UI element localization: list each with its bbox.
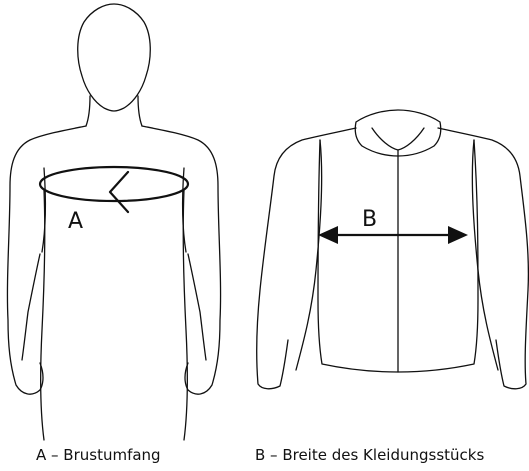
body-neck-left <box>86 96 90 126</box>
body-right-arm-outer <box>142 126 221 394</box>
body-neck-right <box>138 96 142 126</box>
body-left-arm-outer <box>7 126 86 394</box>
body-figure <box>7 4 220 440</box>
label-b: B <box>362 207 377 232</box>
jacket-width-arrowhead-right <box>448 226 468 244</box>
body-torso-left <box>41 190 45 440</box>
label-a: A <box>68 209 83 234</box>
body-right-arm-inner <box>188 254 206 360</box>
jacket-figure <box>257 110 529 389</box>
caption-garment-width: B – Breite des Kleidungsstücks <box>255 446 484 464</box>
chest-measure-arrowhead <box>110 172 128 212</box>
jacket-collar <box>355 110 441 156</box>
jacket-collar-inner <box>372 128 424 150</box>
body-torso-right <box>183 190 187 440</box>
jacket-body <box>257 128 529 389</box>
body-head <box>78 4 151 111</box>
jacket-width-arrowhead-left <box>318 226 338 244</box>
caption-chest-circumference: A – Brustumfang <box>36 446 161 464</box>
body-left-arm-inner <box>22 254 40 360</box>
